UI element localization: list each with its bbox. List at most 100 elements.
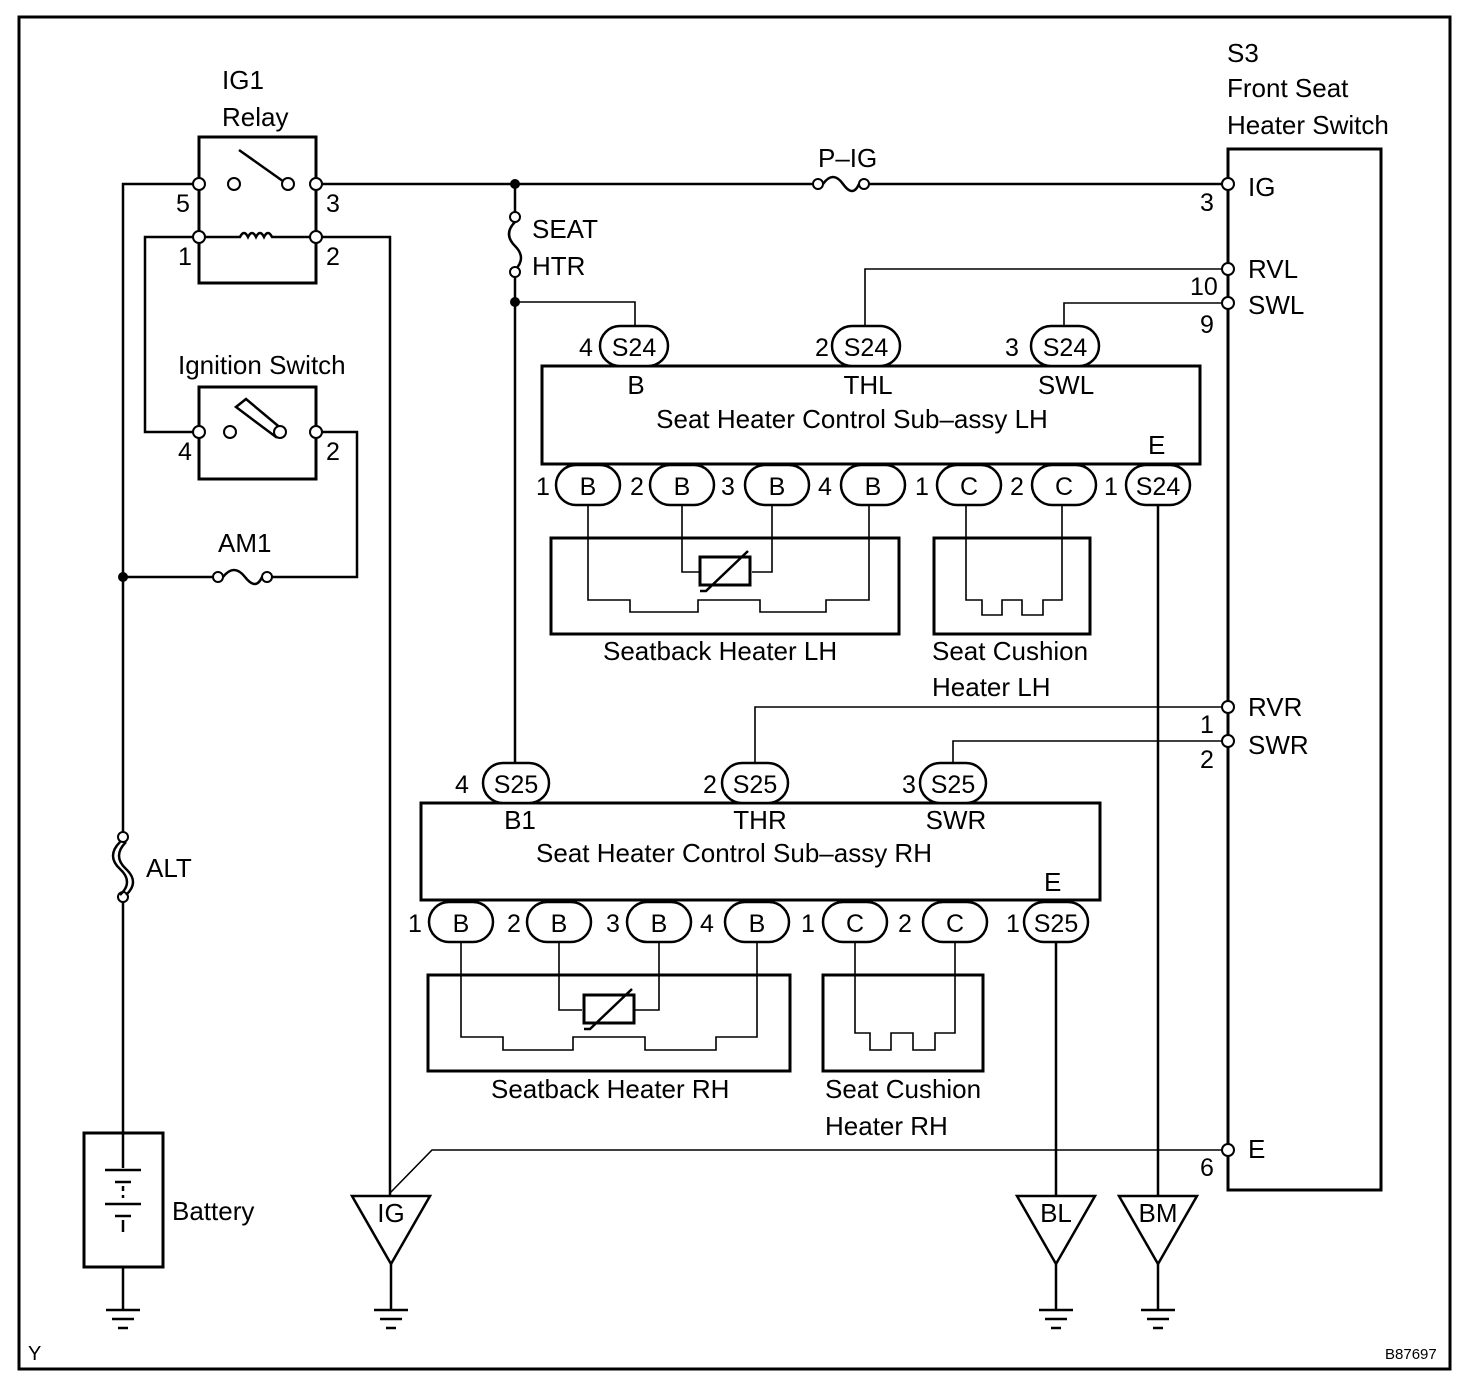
ignition-switch-label: Ignition Switch [178, 350, 346, 380]
relay-pin-3: 3 [326, 190, 340, 218]
lh-bot-conn-5: C [960, 473, 978, 501]
switch-pin-swl: 9 [1200, 311, 1214, 339]
rh-bot-conn-3: B [651, 910, 668, 938]
lh-term-swl: SWL [1038, 370, 1094, 400]
switch-name-1: Front Seat [1227, 73, 1349, 103]
lh-top-conn-3: S24 [1043, 334, 1088, 362]
rh-bot-pin-3: 3 [606, 910, 620, 938]
seat-cushion-heater-lh-body [932, 536, 1092, 636]
ground-point-ig: IG [349, 1194, 433, 1330]
switch-pin-ig: 3 [1200, 189, 1214, 217]
battery-label: Battery [172, 1196, 254, 1226]
rh-bot-conn-1: B [453, 910, 470, 938]
seatback-heater-rh: Seatback Heater RH [426, 942, 792, 1104]
rh-bot-conn-6: C [946, 910, 964, 938]
seat-htr-label-2: HTR [532, 251, 585, 281]
switch-term-e: E [1248, 1134, 1265, 1164]
signal-wires [389, 268, 1222, 1194]
left-wiring [118, 182, 392, 1198]
rh-term-b1: B1 [504, 805, 536, 835]
ground-ig-label: IG [377, 1198, 404, 1228]
rh-bot-pin-6: 2 [898, 910, 912, 938]
lh-bot-pin-3: 3 [721, 473, 735, 501]
switch-term-swr: SWR [1248, 730, 1309, 760]
rh-top-pin-1: 4 [455, 771, 469, 799]
rh-term-swr: SWR [926, 805, 987, 835]
lh-term-b: B [627, 370, 644, 400]
lh-top-pin-1: 4 [579, 334, 593, 362]
control-rh-title: Seat Heater Control Sub–assy RH [536, 838, 932, 868]
alt-fuse: ALT [111, 831, 192, 903]
lh-top-pin-2: 2 [815, 334, 829, 362]
seatback-heater-lh-label: Seatback Heater LH [603, 636, 837, 666]
battery-ground-icon [106, 1308, 140, 1330]
lh-ground-pin: 1 [1104, 473, 1118, 501]
relay-pin-5: 5 [176, 190, 190, 218]
am1-fuse: AM1 [212, 528, 273, 586]
ig1-relay-sub: Relay [222, 102, 288, 132]
control-lh-title: Seat Heater Control Sub–assy LH [656, 404, 1048, 434]
switch-pin-rvr: 1 [1200, 711, 1214, 739]
cushion-lh-label-2: Heater LH [932, 672, 1051, 702]
lh-bot-conn-6: C [1055, 473, 1073, 501]
rh-term-thr: THR [733, 805, 786, 835]
switch-term-rvr: RVR [1248, 692, 1302, 722]
seat-cushion-heater-rh: Seat Cushion Heater RH [821, 942, 985, 1141]
rh-bot-conn-5: C [846, 910, 864, 938]
ignition-switch-body [197, 385, 318, 481]
seatback-heater-lh-body [549, 536, 901, 636]
rh-ground-conn: S25 [1034, 910, 1078, 938]
rh-top-conn-2: S25 [733, 771, 777, 799]
front-seat-heater-switch: S3 Front Seat Heater Switch IG 3 RVL 10 … [1190, 38, 1389, 1192]
switch-pin-rvl: 10 [1190, 273, 1218, 301]
rh-bot-pin-1: 1 [408, 910, 422, 938]
cushion-rh-label-2: Heater RH [825, 1111, 948, 1141]
rh-bot-conn-4: B [749, 910, 766, 938]
corner-left: Y [28, 1343, 41, 1365]
lh-bot-conn-1: B [580, 473, 597, 501]
p-ig-label: P–IG [818, 143, 877, 173]
seatback-heater-lh: Seatback Heater LH [549, 505, 901, 666]
lh-term-thl: THL [843, 370, 892, 400]
ground-bm-label: BM [1139, 1198, 1178, 1228]
top-bus: SEAT HTR P–IG [322, 143, 1222, 765]
lh-bot-conn-3: B [769, 473, 786, 501]
ig1-relay-body [197, 135, 318, 285]
control-sub-assy-rh: S25 4 B1 S25 2 THR S25 3 SWR Seat Heater… [408, 761, 1102, 944]
cushion-lh-label-1: Seat Cushion [932, 636, 1088, 666]
relay-pin-1: 1 [178, 243, 192, 271]
switch-term-swl: SWL [1248, 290, 1304, 320]
lh-bot-pin-4: 4 [818, 473, 832, 501]
ground-point-bl: BL [1014, 1194, 1098, 1330]
lh-bot-pin-6: 2 [1010, 473, 1024, 501]
ig1-relay-name: IG1 [222, 65, 264, 95]
lh-top-pin-3: 3 [1005, 334, 1019, 362]
seat-cushion-heater-lh: Seat Cushion Heater LH [932, 505, 1092, 702]
lh-bot-conn-2: B [674, 473, 691, 501]
lh-bot-pin-2: 2 [630, 473, 644, 501]
rh-ground-term: E [1044, 867, 1061, 897]
relay-pin-2: 2 [326, 243, 340, 271]
seatback-heater-rh-label: Seatback Heater RH [491, 1074, 729, 1104]
switch-pin-e: 6 [1200, 1154, 1214, 1182]
relay-switch-arm [238, 148, 288, 186]
rh-bot-pin-2: 2 [507, 910, 521, 938]
rh-top-pin-2: 2 [703, 771, 717, 799]
alt-label: ALT [146, 853, 192, 883]
lh-top-conn-2: S24 [844, 334, 889, 362]
corner-right: B87697 [1385, 1346, 1437, 1363]
rh-top-conn-3: S25 [931, 771, 975, 799]
lh-bot-conn-4: B [865, 473, 882, 501]
lh-top-conn-1: S24 [612, 334, 657, 362]
switch-body [1226, 147, 1383, 1192]
rh-bot-pin-5: 1 [801, 910, 815, 938]
ign-pin-2: 2 [326, 438, 340, 466]
diagram-frame [17, 15, 1452, 1371]
lh-bot-pin-5: 1 [915, 473, 929, 501]
switch-name-2: Heater Switch [1227, 110, 1389, 140]
lh-bot-pin-1: 1 [536, 473, 550, 501]
ground-bl-label: BL [1040, 1198, 1072, 1228]
lh-ground-term: E [1148, 430, 1165, 460]
switch-term-rvl: RVL [1248, 254, 1298, 284]
